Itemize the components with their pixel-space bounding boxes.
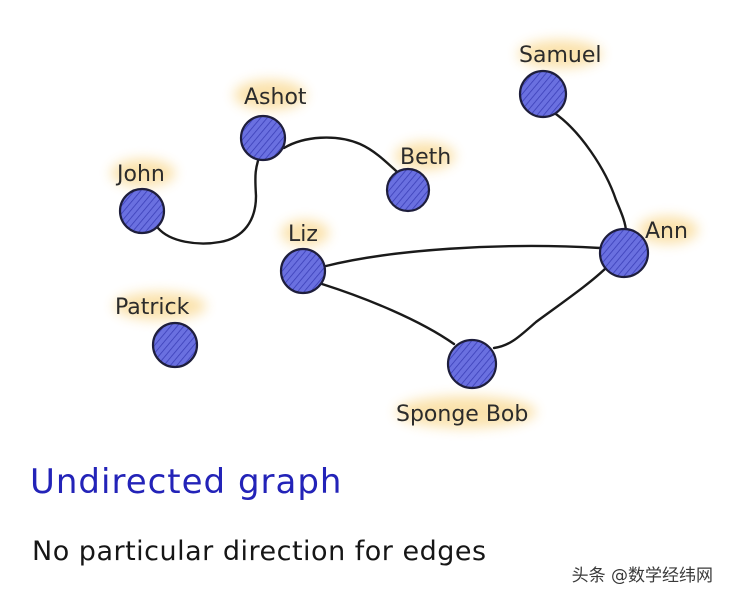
edge-john-ashot [156,148,264,245]
edge-liz-sponge-bob [320,282,456,346]
node-label: John [115,162,165,187]
nodes: Ashot John Beth Samuel Liz Ann [111,40,698,428]
node-label: Liz [288,222,318,247]
edges [156,110,628,350]
node-label: Sponge Bob [396,402,528,427]
node-circle [151,321,199,369]
node-circle [385,167,431,213]
watermark-text: 头条 @数学经纬网 [571,566,713,586]
node-label: Ann [645,219,688,244]
node-circle [446,338,498,390]
node-circle [518,69,568,119]
node-liz: Liz [279,220,329,295]
edge-liz-ann [324,244,602,268]
node-label: Beth [400,145,451,170]
edge-sponge-bob-ann [492,264,610,350]
node-patrick: Patrick [114,292,206,369]
node-circle [239,114,287,162]
diagram-subtitle: No particular direction for edges [32,536,487,567]
node-john: John [111,159,175,235]
node-circle [118,187,166,235]
edge-samuel-ann [551,110,628,234]
node-sponge-bob: Sponge Bob [396,338,536,428]
node-label: Samuel [519,43,601,68]
node-label: Patrick [115,295,190,320]
node-ann: Ann [598,216,698,279]
node-samuel: Samuel [518,40,602,119]
node-ashot: Ashot [234,80,307,162]
node-circle [598,227,650,279]
node-label: Ashot [244,85,307,110]
node-circle [279,247,327,295]
node-beth: Beth [385,142,455,213]
diagram-title: Undirected graph [30,462,343,502]
edge-ashot-beth [282,136,406,180]
